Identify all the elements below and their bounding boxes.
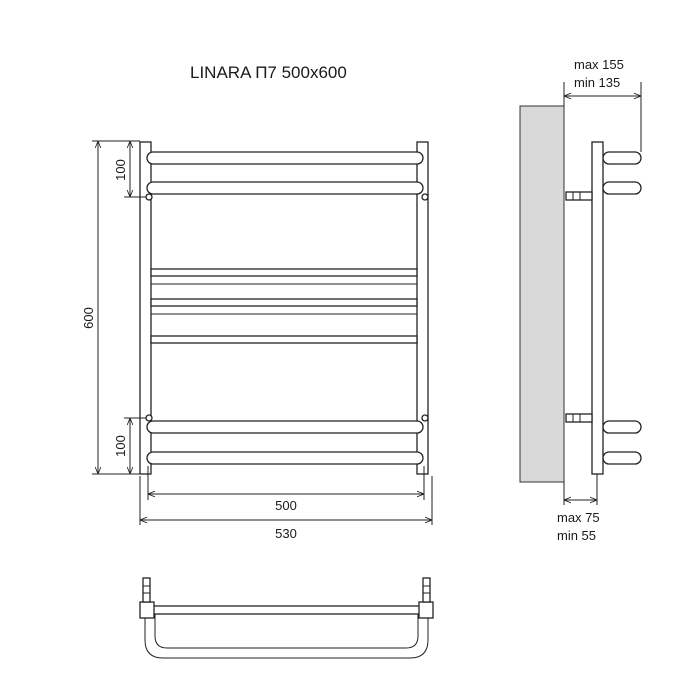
right-post [416, 141, 429, 475]
rail-stub [602, 451, 642, 465]
wall-min-label: min 55 [557, 528, 596, 543]
top-rail-1 [146, 151, 424, 165]
rail-stub [602, 420, 642, 434]
side-post [591, 141, 604, 475]
drawing-title: LINARA П7 500x600 [190, 63, 347, 82]
bracket-dot [145, 414, 153, 422]
depth-min-label: min 135 [574, 75, 620, 90]
flat-bar-2 [150, 298, 418, 307]
wall [519, 105, 565, 483]
bracket-dot [421, 193, 429, 201]
end-block-right [418, 601, 434, 619]
rail-stub [602, 151, 642, 165]
flat-bar-1 [150, 268, 418, 277]
height-dimension-label: 600 [81, 307, 96, 329]
bracket-dot [145, 193, 153, 201]
bottom-rail-2 [146, 451, 424, 465]
side-view: max 155 min 135 max 75 min 55 [519, 57, 642, 543]
top-crossbar [151, 605, 423, 615]
top-view [139, 577, 434, 659]
rail-stub [602, 181, 642, 195]
end-block-left [139, 601, 155, 619]
depth-max-label: max 155 [574, 57, 624, 72]
bracket-dot [421, 414, 429, 422]
u-rail-outer [144, 612, 429, 659]
bottom-rail-1 [146, 420, 424, 434]
mount-pin-right [422, 577, 431, 603]
inner-width-label: 500 [275, 498, 297, 513]
left-post [139, 141, 152, 475]
front-view: 600 100 100 500 530 [81, 140, 433, 541]
top-gap-label: 100 [113, 159, 128, 181]
top-rail-2 [146, 181, 424, 195]
wall-bracket-top [565, 191, 593, 201]
mount-pin-left [142, 577, 151, 603]
flat-bar-3 [150, 335, 418, 344]
bottom-gap-label: 100 [113, 435, 128, 457]
outer-width-label: 530 [275, 526, 297, 541]
wall-bracket-bottom [565, 413, 593, 423]
wall-max-label: max 75 [557, 510, 600, 525]
u-rail-inner [154, 612, 419, 649]
